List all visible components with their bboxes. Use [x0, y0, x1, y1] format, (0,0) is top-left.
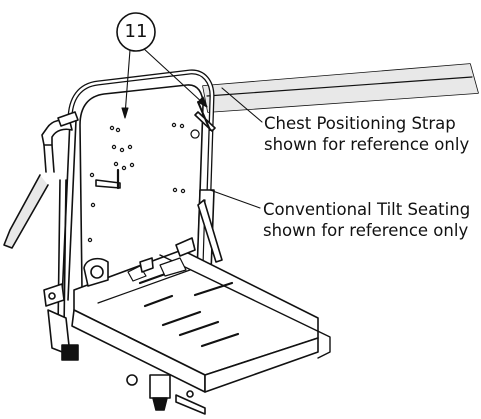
strap-bolt: [194, 101, 216, 132]
base-hardware: [43, 237, 206, 415]
tilt-seating-callout: Conventional Tilt Seating shown for refe…: [263, 199, 470, 241]
item-balloon-number: 11: [124, 21, 148, 42]
tilt-seating-callout-line1: Conventional Tilt Seating: [263, 200, 471, 219]
tilt-seating-callout-line2: shown for reference only: [263, 221, 469, 240]
left-strap-band: [3, 174, 49, 249]
item-balloon: [116, 12, 156, 52]
release-handle: [95, 168, 121, 190]
chest-strap-callout-line1: Chest Positioning Strap: [264, 114, 456, 133]
tilt-seating-leader: [209, 189, 261, 209]
balloon-leaders: [121, 47, 208, 119]
chest-strap-leader: [221, 87, 263, 123]
push-handle: [41, 111, 79, 173]
chest-strap-callout: Chest Positioning Strap shown for refere…: [264, 113, 469, 155]
chest-strap-band: [202, 63, 479, 113]
seat-pan: [71, 249, 331, 393]
chest-strap-callout-line2: shown for reference only: [264, 135, 470, 154]
